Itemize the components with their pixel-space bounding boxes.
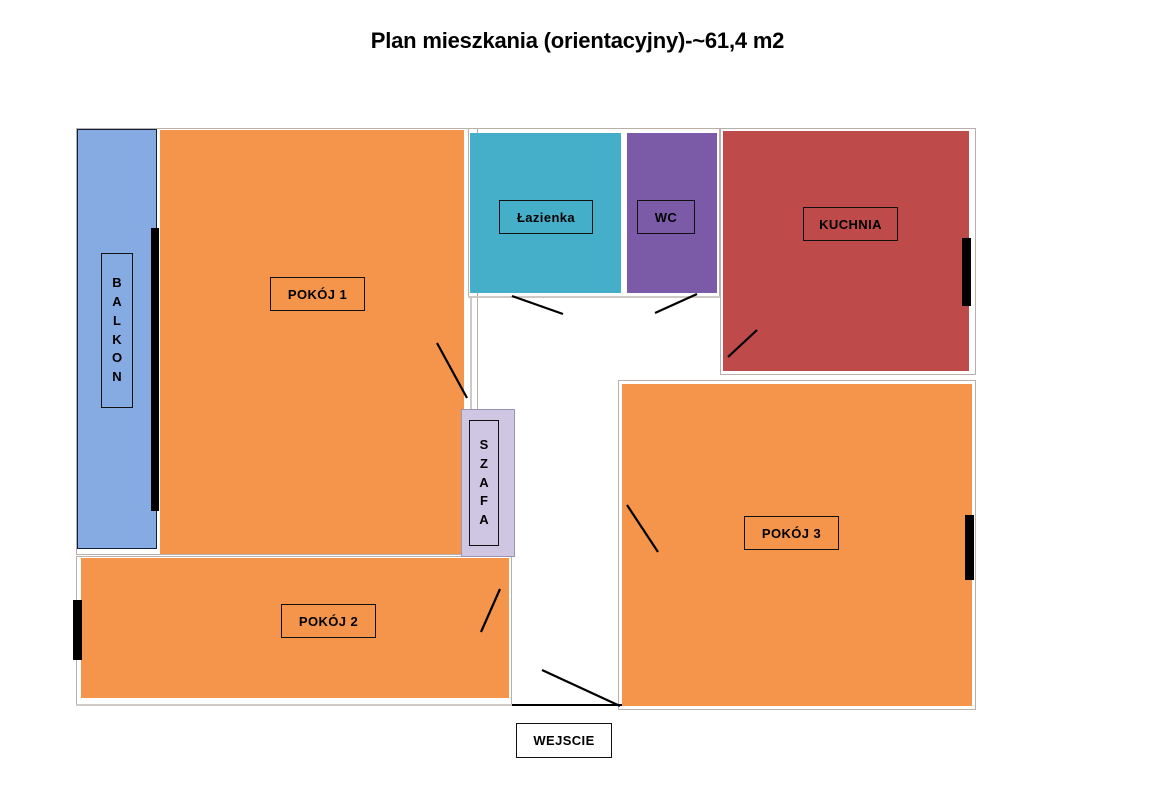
hall-wall-bottom [76,704,516,706]
pokoj3-window-mark [965,515,974,580]
room-szafa[interactable] [462,410,514,556]
room-label-kuchnia: KUCHNIA [803,207,898,241]
balkon-letter-2: L [113,312,121,328]
room-label-szafa: S Z A F A [469,420,499,546]
room-label-lazienka: Łazienka [499,200,593,234]
page-title: Plan mieszkania (orientacyjny)-~61,4 m2 [370,28,785,53]
balkon-letter-5: N [112,369,122,385]
room-label-pokoj1: POKÓJ 1 [270,277,365,311]
balcony-door-mark [151,228,159,511]
pokoj2-window-mark [73,600,82,660]
room-pokoj2[interactable] [81,558,509,698]
room-kuchnia[interactable] [723,131,969,371]
hall-wall-top [468,296,720,298]
room-pokoj3[interactable] [622,384,972,706]
kitchen-window-mark [962,238,971,306]
door-swing-wejscie [541,669,621,707]
room-label-pokoj3: POKÓJ 3 [744,516,839,550]
room-lazienka[interactable] [470,133,621,293]
hall-wall-left [470,296,472,416]
szafa-letter-4: A [479,512,489,528]
room-label-wc: WC [637,200,695,234]
balkon-letter-3: K [112,331,122,347]
room-label-pokoj2: POKÓJ 2 [281,604,376,638]
door-swing-lazienka [511,294,564,316]
room-label-balkon: B A L K O N [101,253,133,408]
szafa-letter-0: S [479,436,489,452]
room-label-wejscie: WEJSCIE [516,723,612,758]
szafa-letter-2: A [479,474,489,490]
balkon-letter-1: A [112,293,122,309]
balkon-letter-0: B [112,274,122,290]
entry-threshold [512,704,622,706]
room-pokoj1[interactable] [160,130,464,554]
szafa-letter-1: Z [480,455,488,471]
szafa-letter-3: F [480,493,488,509]
balkon-letter-4: O [111,350,123,366]
room-wc[interactable] [627,133,717,293]
room-balkon[interactable] [78,130,156,548]
